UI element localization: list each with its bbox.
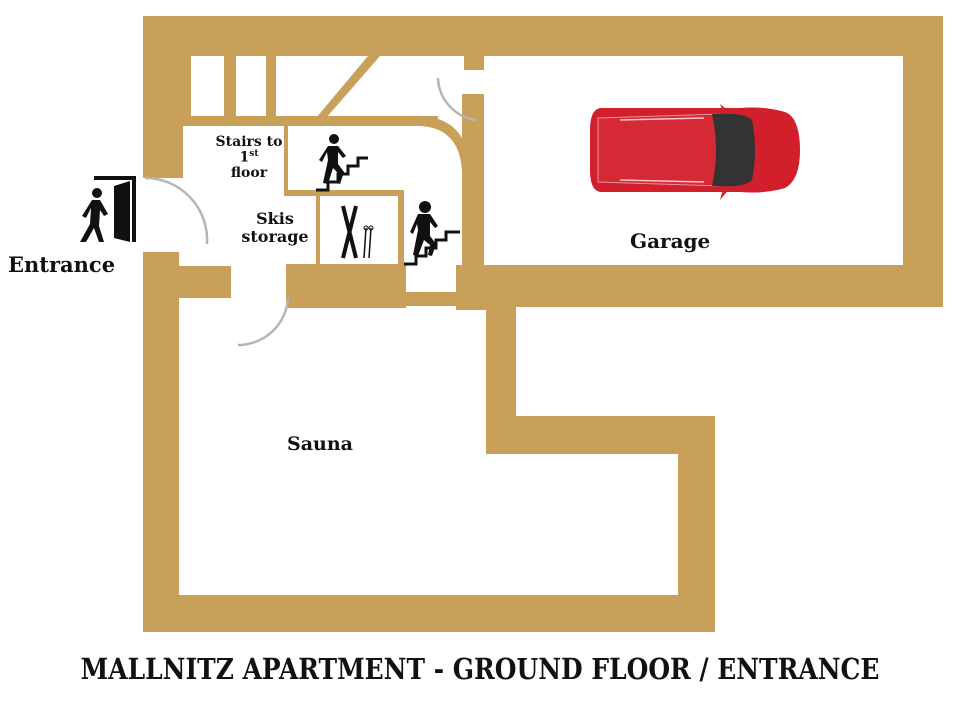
stairs-up-icon	[316, 134, 368, 192]
skis-label-line2: storage	[241, 226, 309, 246]
stairs-label-line1: Stairs to	[215, 134, 283, 150]
label-stairs-to-first-floor: Stairs to 1st floor	[212, 134, 286, 182]
label-skis-storage: Skis storage	[236, 210, 314, 245]
door-swings	[144, 77, 477, 347]
label-garage: Garage	[630, 229, 711, 253]
skis-label-line1: Skis	[256, 209, 294, 228]
skis-poles-icon	[341, 205, 374, 259]
stairs-label-line2: 1st	[212, 149, 286, 167]
stairs-label-number: 1	[239, 150, 250, 167]
plan-title: MALLNITZ APARTMENT - GROUND FLOOR / ENTR…	[80, 652, 880, 686]
stairs-label-ordinal: st	[249, 149, 259, 160]
entrance-door-icon	[80, 176, 136, 242]
label-sauna: Sauna	[287, 433, 353, 455]
label-entrance: Entrance	[8, 252, 116, 277]
walls	[143, 16, 943, 632]
stairs-label-line3: floor	[230, 165, 268, 182]
stairs-up-icon	[404, 201, 460, 266]
car-top-view-icon	[590, 104, 800, 200]
